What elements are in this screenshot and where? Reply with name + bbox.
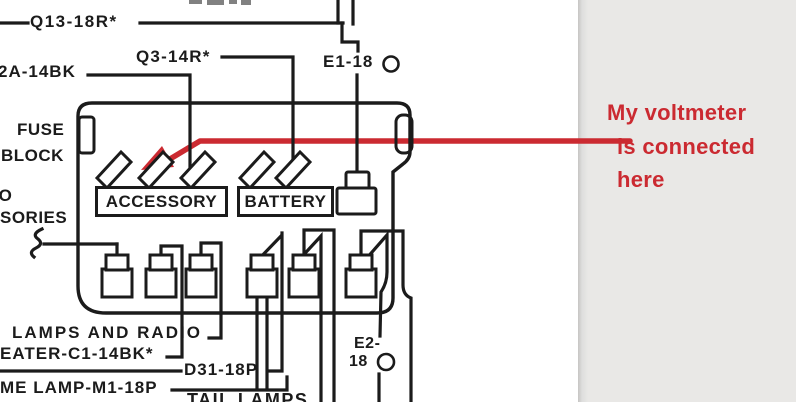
accessory-prong-3	[178, 149, 218, 191]
wire-terminal3-lamps	[199, 241, 223, 340]
lower-terminals	[100, 253, 378, 299]
fuse-block-left-tab	[77, 115, 96, 155]
e1-connector	[335, 170, 378, 216]
wire-label-q13-18r: Q13-18R*	[30, 12, 118, 31]
wire-terminal5-diagonal	[294, 231, 323, 402]
circuit-label-dome-lamp-m1-18p: ME LAMP-M1-18P	[0, 378, 158, 397]
wire-e1-jog	[340, 21, 360, 53]
e1-terminal-circle	[382, 55, 400, 73]
terminal-body	[100, 267, 134, 299]
terminal-cap	[104, 253, 130, 272]
fuse-block-label-line2: BLOCK	[1, 146, 64, 165]
terminal-body	[344, 267, 378, 299]
wire-terminal2-heater	[159, 244, 184, 359]
voltmeter-note-line2: is connected	[617, 134, 756, 159]
circuit-label-heater-c1-14bk: EATER-C1-14BK*	[0, 344, 154, 363]
to-accessories-label-line2: SORIES	[0, 208, 68, 227]
accessory-section-box: ACCESSORY	[95, 186, 228, 217]
wire-terminal6-stem	[359, 229, 413, 402]
accessory-section-label: ACCESSORY	[105, 191, 218, 211]
voltmeter-arrow	[141, 138, 633, 170]
terminal-cap	[249, 253, 275, 272]
accessory-prong-2	[136, 149, 176, 191]
terminal-prongs	[94, 149, 313, 191]
accessory-prong-1	[94, 149, 134, 191]
terminal-body	[144, 267, 178, 299]
to-accessories-label-line1: TO	[0, 186, 13, 205]
fuse-squiggle-symbol	[29, 226, 45, 260]
terminal-body	[245, 267, 279, 299]
circuit-label-tail-lamps: TAIL LAMPS	[187, 390, 309, 402]
wire-dome-lamp-lead	[170, 375, 289, 392]
battery-section-label: BATTERY	[244, 191, 327, 211]
voltmeter-note-line1: My voltmeter	[607, 100, 747, 125]
wire-label-e2-line2: 18	[349, 353, 368, 370]
e2-terminal-circle	[376, 352, 396, 372]
e1-connector-cap	[344, 170, 371, 191]
wire-lines	[0, 0, 413, 402]
wire-label-e2-line1: E2-	[354, 335, 381, 352]
wire-terminal4-d31	[267, 231, 284, 373]
terminal-cap	[188, 253, 214, 272]
wire-q3	[220, 55, 295, 162]
terminal-cap	[291, 253, 317, 272]
battery-prong-1	[237, 149, 277, 191]
wire-label-q3-14r: Q3-14R*	[136, 47, 211, 66]
circuit-label-d31-18p: D31-18P	[184, 360, 259, 379]
wire-terminal6-e2	[363, 230, 389, 338]
gray-side-panel	[578, 0, 796, 402]
voltmeter-note-line3: here	[617, 167, 665, 192]
terminal-body	[184, 267, 218, 299]
terminal-body	[287, 267, 321, 299]
wire-2a14bk	[86, 73, 192, 171]
fuse-block-label-line1: FUSE	[17, 120, 65, 139]
cut-off-label-fragment	[189, 0, 251, 5]
fuse-block-outline	[76, 101, 412, 315]
terminal-cap	[148, 253, 174, 272]
terminal-cap	[348, 253, 374, 272]
wire-label-2a-14bk: 2A-14BK	[0, 62, 76, 81]
e1-connector-body	[335, 186, 378, 216]
battery-prong-2	[273, 149, 313, 191]
circuit-label-lamps-and-radio: LAMPS AND RADIO	[12, 323, 202, 342]
battery-section-box: BATTERY	[237, 186, 334, 217]
fuse-block	[76, 101, 414, 315]
wire-label-e1-18: E1-18	[323, 52, 374, 71]
fuse-block-right-tab	[394, 113, 414, 155]
voltmeter-arrow-shaft	[167, 138, 633, 162]
wire-terminal5-stem	[302, 228, 336, 402]
